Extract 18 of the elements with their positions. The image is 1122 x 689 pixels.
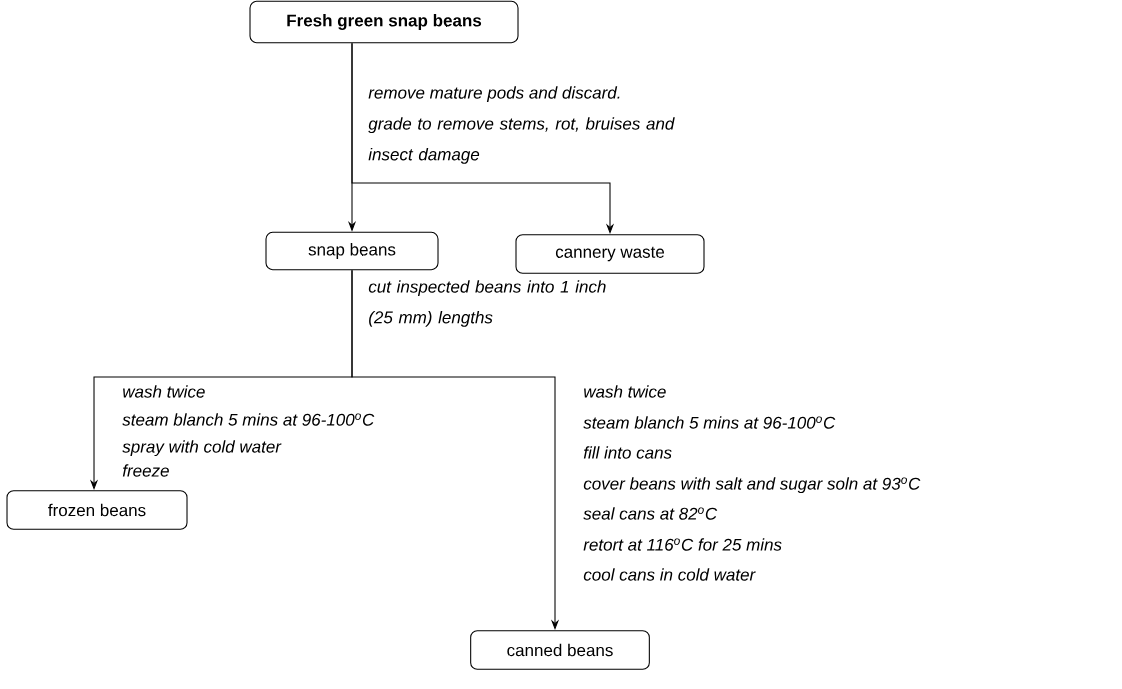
process-box: canned beans xyxy=(470,630,650,670)
step-text: steam blanch 5 mins at 96-100$^{o}$C xyxy=(583,416,836,429)
step-text: seal cans at 82$^{o}$C xyxy=(583,507,718,520)
step-text: grade to remove stems, rot, bruises and insect damage xyxy=(368,117,675,164)
step-text: cut inspected beans into 1 inch (25 mm) lengths xyxy=(368,280,606,327)
step-text: cool cans in cold water xyxy=(583,568,756,581)
step-text: remove mature pods and discard. xyxy=(368,86,620,103)
process-box: snap beans xyxy=(265,231,439,271)
process-box: Fresh green snap beans xyxy=(249,0,519,44)
step-text: fill into cans xyxy=(583,446,672,459)
process-box: frozen beans xyxy=(6,490,188,530)
step-text: cover beans with salt and sugar soln at 93$^{o}$C xyxy=(583,477,921,494)
step-text: spray with cold water xyxy=(122,440,282,457)
step-text: steam blanch 5 mins at 96-100$^{o}$C xyxy=(122,413,375,426)
step-text: wash twice xyxy=(123,385,205,398)
process-box: cannery waste xyxy=(515,234,705,274)
step-text: wash twice xyxy=(584,385,666,398)
step-text: retort at 116$^{o}$C for 25 mins xyxy=(583,538,782,551)
